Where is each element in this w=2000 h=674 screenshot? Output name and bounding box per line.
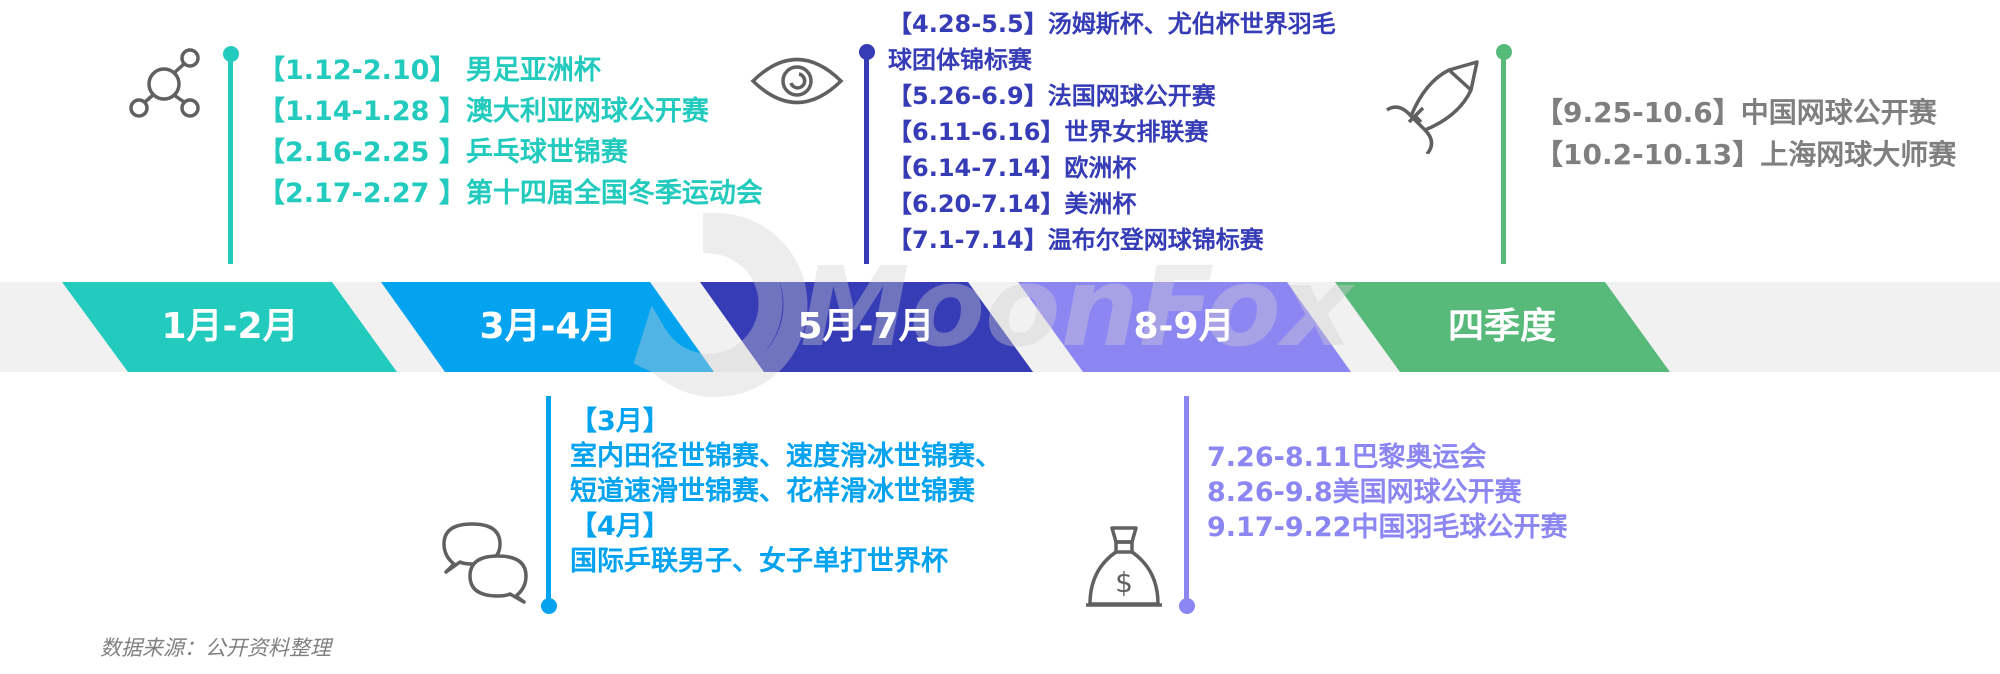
event-month-heading: 【3月】 [570,406,670,437]
event-item: 【2.17-2.27 】第十四届全国冬季运动会 [258,178,763,209]
connector-line-aug-sep [1184,396,1189,602]
event-item: 【10.2-10.13】上海网球大师赛 [1535,138,1957,171]
connector-line-q4 [1501,52,1506,264]
event-item: 7.26-8.11巴黎奥运会 [1207,442,1487,473]
segment-q4 [1335,282,1670,372]
segment-label-q4: 四季度 [1447,306,1556,347]
timeline-dot-mar-apr [541,598,557,614]
money-bag-icon: $ [1086,526,1162,607]
event-item: 室内田径世锦赛、速度滑冰世锦赛、 [570,441,1002,472]
segment-may-jul [700,282,1033,372]
chat-bubbles-icon [442,522,528,604]
eye-icon [750,57,844,105]
segment-aug-sep [1018,282,1351,372]
event-item: 【6.14-7.14】欧洲杯 [888,154,1137,182]
data-source-note: 数据来源：公开资料整理 [100,636,331,660]
rocket-icon [1386,60,1479,154]
event-item: 【1.12-2.10】 男足亚洲杯 [258,55,601,86]
event-item: 9.17-9.22中国羽毛球公开赛 [1207,512,1568,543]
segment-label-may-jul: 5月-7月 [797,306,935,347]
event-month-heading: 【4月】 [570,511,670,542]
event-item: 【6.20-7.14】美洲杯 [888,190,1137,218]
segment-label-mar-apr: 3月-4月 [479,306,617,347]
event-item: 国际乒联男子、女子单打世界杯 [570,546,948,577]
connector-line-may-jul [864,52,869,264]
event-item: 【7.1-7.14】温布尔登网球锦标赛 [888,226,1264,254]
segment-mar-apr [381,282,714,372]
event-list-q4: 【9.25-10.6】中国网球公开赛 【10.2-10.13】上海网球大师赛 [1535,92,1956,176]
event-item: 【1.14-1.28 】澳大利亚网球公开赛 [258,96,709,127]
timeline-dot-aug-sep [1179,598,1195,614]
event-list-mar-apr: 【3月】 室内田径世锦赛、速度滑冰世锦赛、 短道速滑世锦赛、花样滑冰世锦赛 【4… [570,404,1002,579]
segment-label-jan-feb: 1月-2月 [161,306,299,347]
event-item: 【4.28-5.5】汤姆斯杯、尤伯杯世界羽毛 [888,10,1336,38]
event-item: 球团体锦标赛 [888,46,1032,74]
connector-line-jan-feb [228,54,233,264]
event-item: 【6.11-6.16】世界女排联赛 [888,118,1209,146]
event-item: 短道速滑世锦赛、花样滑冰世锦赛 [570,476,975,507]
event-item: 【9.25-10.6】中国网球公开赛 [1535,96,1937,129]
connector-line-mar-apr [546,396,551,602]
segment-jan-feb [62,282,397,372]
event-item: 【2.16-2.25 】乒乓球世锦赛 [258,137,628,168]
svg-text:$: $ [1115,566,1133,599]
event-list-aug-sep: 7.26-8.11巴黎奥运会 8.26-9.8美国网球公开赛 9.17-9.22… [1207,440,1567,545]
event-item: 8.26-9.8美国网球公开赛 [1207,477,1522,508]
event-list-may-jul: 【4.28-5.5】汤姆斯杯、尤伯杯世界羽毛 球团体锦标赛 【5.26-6.9】… [888,6,1336,258]
event-item: 【5.26-6.9】法国网球公开赛 [888,82,1216,110]
segment-label-aug-sep: 8-9月 [1133,306,1235,347]
event-list-jan-feb: 【1.12-2.10】 男足亚洲杯 【1.14-1.28 】澳大利亚网球公开赛 … [258,50,763,214]
network-icon [129,48,200,118]
